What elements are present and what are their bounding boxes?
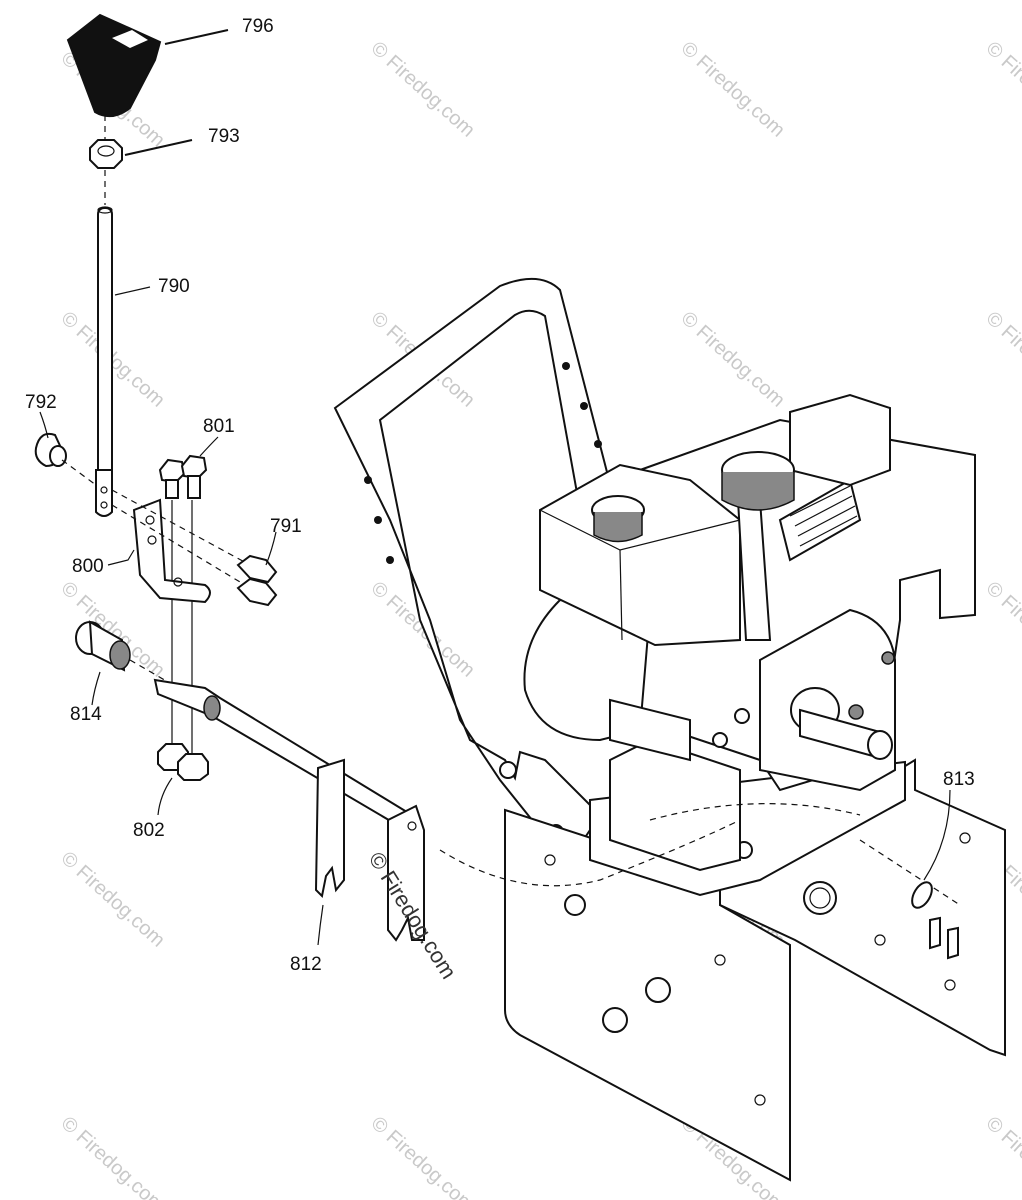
nuts-802 [157,743,209,781]
watermark: © Firedog.com [57,847,169,951]
watermark: © Firedog.com [677,37,789,141]
ring-813 [911,881,933,909]
watermark: © Firedog.com [982,1112,1022,1200]
watermark: © Firedog.com [367,577,479,681]
shift-knob-796 [66,13,162,140]
watermark: © Firedog.com [982,37,1022,141]
label-793: 793 [208,126,240,147]
bolts-791 [111,489,278,607]
watermark: © Firedog.com [367,1112,479,1200]
watermark: © Firedog.com [982,577,1022,681]
engine [439,393,976,906]
frame-plates [504,578,1006,1182]
oil-fill-cap [721,451,795,641]
cooling-fins [778,478,862,562]
watermark: © Firedog.com [367,37,479,141]
callout-labels: 796 793 790 792 801 791 800 814 802 812 … [25,16,975,975]
shift-rod-790 [95,206,113,517]
bolts-801 [158,454,208,760]
label-790: 790 [158,276,190,297]
label-802: 802 [133,820,165,841]
label-800: 800 [72,556,104,577]
watermark: © Firedog.com [982,307,1022,411]
fuel-cap [591,495,645,543]
label-813: 813 [943,769,975,790]
label-791: 791 [270,516,302,537]
label-801: 801 [203,416,235,437]
forks-812 [314,758,425,942]
watermark: © Firedog.com [677,307,789,411]
bracket-800 [132,498,211,604]
watermark: © Firedog.com [57,1112,169,1200]
leader-lines [39,29,951,946]
label-796: 796 [242,16,274,37]
thumb-screw-792 [34,432,97,486]
nut-793 [89,139,123,205]
label-792: 792 [25,392,57,413]
label-812: 812 [290,954,322,975]
label-814: 814 [70,704,102,725]
